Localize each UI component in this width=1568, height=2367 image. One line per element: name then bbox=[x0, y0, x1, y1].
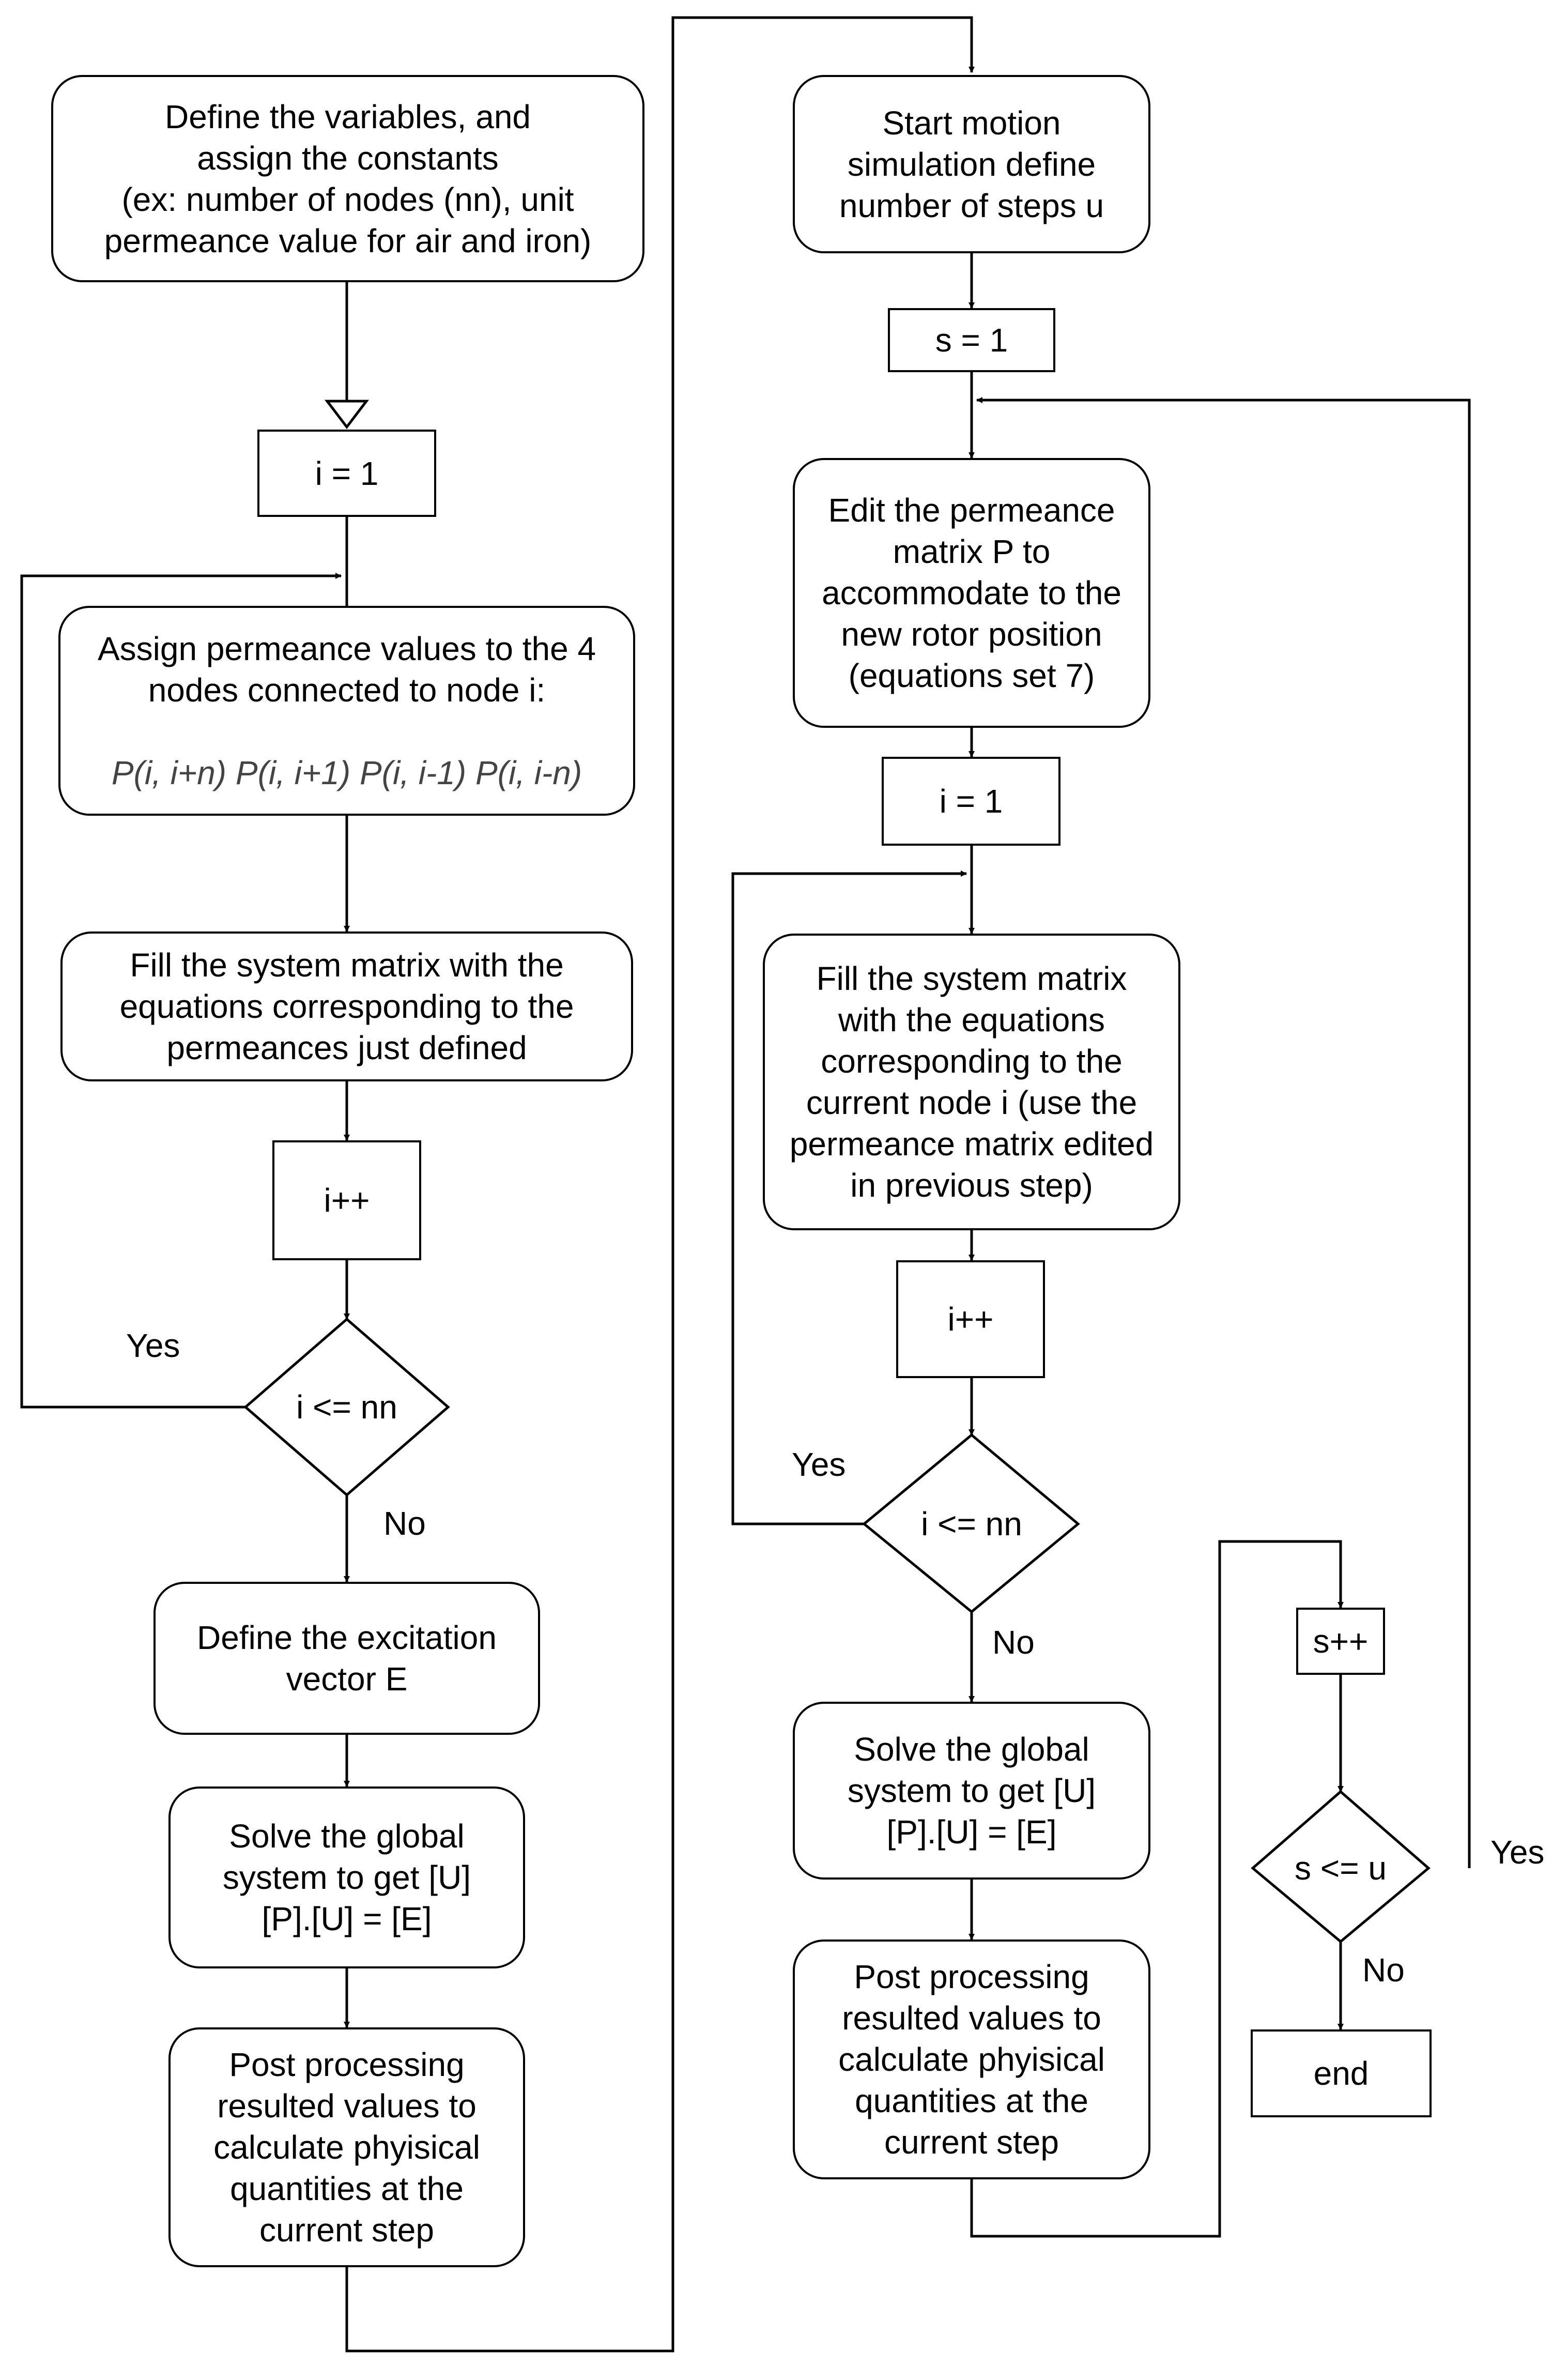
post-processing-box-2: Post processing resulted values to calcu… bbox=[793, 1940, 1150, 2179]
text-line: [P].[U] = [E] bbox=[262, 1900, 432, 1937]
end-box: end bbox=[1251, 2029, 1432, 2117]
decision-label-3: s <= u bbox=[1295, 1850, 1387, 1887]
text-line: current step bbox=[884, 2124, 1059, 2161]
edge-cond-s-yes-loop bbox=[976, 397, 1471, 1868]
edit-permeance-box: Edit the permeance matrix P to accommoda… bbox=[793, 458, 1150, 728]
text-line: Post processing bbox=[229, 2046, 465, 2083]
edge-cond-yes-loop bbox=[20, 573, 342, 1409]
text-line: permeance matrix edited bbox=[789, 1125, 1154, 1163]
text-line: quantities at the bbox=[855, 2082, 1088, 2119]
decision-label-2: i <= nn bbox=[921, 1505, 1022, 1543]
text-line: i++ bbox=[324, 1182, 370, 1219]
edge-post2-to-incr-s bbox=[970, 1540, 1344, 2238]
text-line: (equations set 7) bbox=[848, 657, 1095, 694]
text-line: equations corresponding to the bbox=[119, 988, 574, 1025]
text-line: calculate phyisical bbox=[838, 2041, 1105, 2078]
text-line: Define the excitation bbox=[197, 1619, 497, 1656]
yes-label-3: Yes bbox=[1490, 1834, 1545, 1871]
text-line: [P].[U] = [E] bbox=[886, 1813, 1057, 1851]
yes-label-2: Yes bbox=[792, 1446, 846, 1483]
edge-cond2-yes-loop bbox=[731, 871, 967, 1525]
define-variables-box: Define the variables, and assign the con… bbox=[51, 75, 644, 282]
solve-system-box-2: Solve the global system to get [U] [P].[… bbox=[793, 1702, 1150, 1880]
text-line: s = 1 bbox=[935, 322, 1008, 359]
increment-i-box-2: i++ bbox=[896, 1260, 1045, 1378]
increment-s-box: s++ bbox=[1296, 1608, 1385, 1675]
text-line: Solve the global bbox=[854, 1731, 1089, 1768]
permeance-terms: P(i, i+n) P(i, i+1) P(i, i-1) P(i, i-n) bbox=[111, 754, 582, 791]
text-line: nodes connected to node i: bbox=[148, 671, 546, 709]
post-processing-box: Post processing resulted values to calcu… bbox=[168, 2027, 525, 2267]
text-line: accommodate to the bbox=[822, 574, 1121, 612]
no-label-3: No bbox=[1362, 1951, 1405, 1989]
define-excitation-box: Define the excitation vector E bbox=[153, 1582, 540, 1735]
fill-matrix-box-2: Fill the system matrix with the equation… bbox=[763, 934, 1180, 1230]
text-line: s++ bbox=[1313, 1623, 1369, 1660]
text-line: new rotor position bbox=[841, 616, 1102, 653]
text-line: i++ bbox=[947, 1301, 994, 1338]
text-line: current step bbox=[259, 2211, 434, 2249]
yes-label: Yes bbox=[126, 1327, 180, 1364]
text-line: i = 1 bbox=[315, 454, 379, 492]
text-line: vector E bbox=[286, 1660, 408, 1698]
init-i-box: i = 1 bbox=[257, 430, 436, 517]
text-line: Fill the system matrix bbox=[816, 960, 1127, 997]
text-line: end bbox=[1313, 2055, 1369, 2092]
text-line: i = 1 bbox=[939, 783, 1003, 820]
text-line: Start motion bbox=[882, 104, 1061, 142]
text-line: matrix P to bbox=[893, 533, 1051, 570]
text-line: system to get [U] bbox=[222, 1859, 471, 1896]
fill-matrix-box: Fill the system matrix with the equation… bbox=[60, 931, 633, 1081]
init-i-box-2: i = 1 bbox=[882, 757, 1060, 846]
text-line: permeances just defined bbox=[166, 1029, 527, 1066]
text-line: quantities at the bbox=[230, 2170, 464, 2207]
increment-i-box: i++ bbox=[272, 1140, 421, 1260]
text-line: permeance value for air and iron) bbox=[104, 222, 592, 259]
init-s-box: s = 1 bbox=[888, 308, 1055, 372]
decision-label: i <= nn bbox=[296, 1388, 397, 1426]
no-label-2: No bbox=[992, 1624, 1035, 1661]
decision-i-le-nn-2 bbox=[862, 1433, 1080, 1614]
decision-i-le-nn bbox=[243, 1317, 450, 1497]
text-line: system to get [U] bbox=[847, 1772, 1096, 1809]
text-line: simulation define bbox=[847, 145, 1096, 183]
edge-col1-to-col2 bbox=[345, 16, 975, 2353]
text-line: Define the variables, and bbox=[165, 98, 531, 135]
text-line: resulted values to bbox=[217, 2087, 476, 2125]
text-line: resulted values to bbox=[842, 1999, 1101, 2037]
text-line: Solve the global bbox=[229, 1818, 465, 1855]
solve-system-box: Solve the global system to get [U] [P].[… bbox=[168, 1786, 525, 1968]
text-line: Post processing bbox=[854, 1958, 1089, 1995]
text-line: Assign permeance values to the 4 bbox=[97, 630, 596, 667]
text-line: assign the constants bbox=[197, 139, 499, 177]
start-motion-box: Start motion simulation define number of… bbox=[793, 75, 1150, 253]
hollow-arrowhead bbox=[324, 400, 370, 430]
text-line: Fill the system matrix with the bbox=[130, 946, 564, 984]
text-line: current node i (use the bbox=[806, 1084, 1137, 1121]
text-line: Edit the permeance bbox=[828, 492, 1115, 529]
text-line: in previous step) bbox=[850, 1167, 1093, 1204]
text-line: corresponding to the bbox=[821, 1043, 1123, 1080]
decision-s-le-u bbox=[1251, 1790, 1431, 1944]
assign-permeance-box: Assign permeance values to the 4 nodes c… bbox=[58, 606, 635, 816]
text-line: with the equations bbox=[838, 1001, 1105, 1039]
no-label: No bbox=[383, 1505, 426, 1542]
text-line: calculate phyisical bbox=[213, 2129, 480, 2166]
text-line: number of steps u bbox=[839, 187, 1104, 224]
text-line: (ex: number of nodes (nn), unit bbox=[121, 180, 574, 218]
